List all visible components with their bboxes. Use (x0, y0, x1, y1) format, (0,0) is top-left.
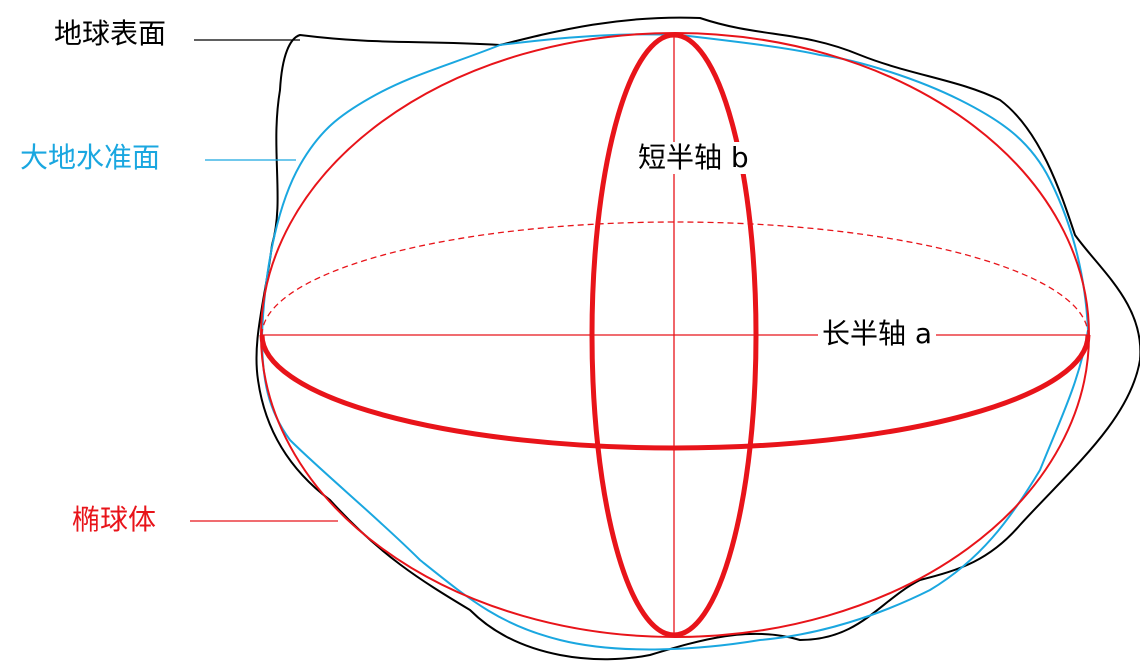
earth-surface-label: 地球表面 (54, 17, 167, 50)
semi-major-axis-label: 长半轴 a (818, 318, 937, 350)
equator-back-dashed (261, 221, 1089, 336)
geoid-outline (260, 33, 1090, 651)
equator-front (259, 334, 1091, 451)
earth-surface-outline (255, 16, 1140, 661)
geoid-label: 大地水准面 (20, 141, 161, 174)
ellipsoid-label: 椭球体 (72, 503, 157, 536)
semi-minor-axis-label: 短半轴 b (636, 141, 751, 174)
